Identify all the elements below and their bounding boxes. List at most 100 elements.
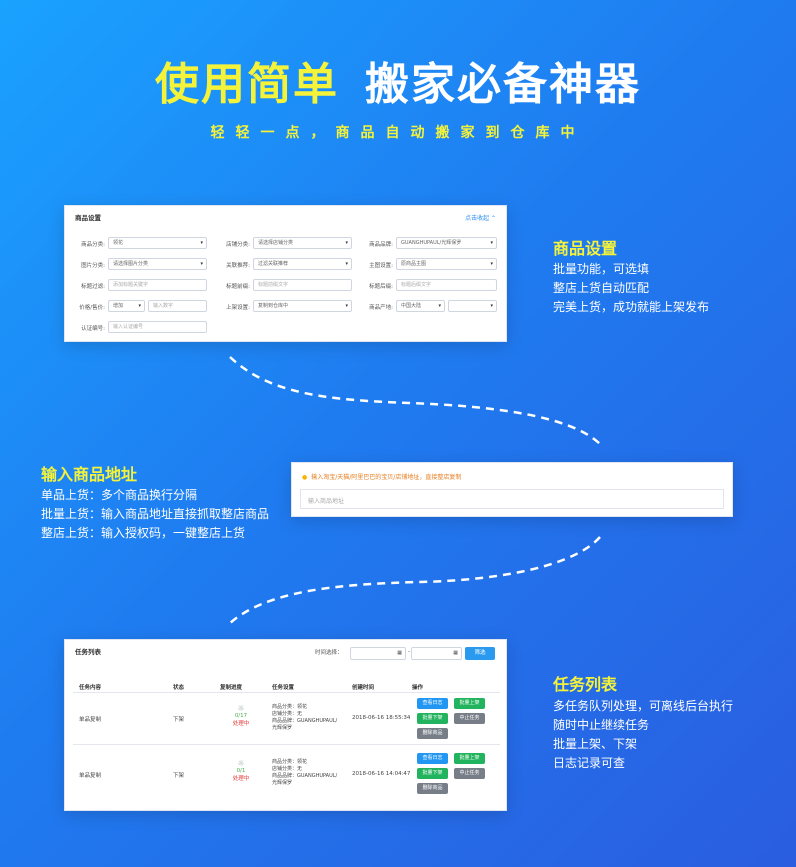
tasks-desc: 多任务队列处理，可离线后台执行 随时中止继续任务 批量上架、下架 日志记录可查 — [553, 697, 733, 773]
price-mode-select[interactable]: 增加▾ — [108, 300, 145, 312]
address-input[interactable]: 输入商品地址 — [300, 489, 724, 509]
stop-task-button[interactable]: 中止任务 — [454, 768, 485, 779]
caret-icon: ▾ — [345, 240, 348, 246]
shop-category-select[interactable]: 请选择店铺分类 ▾ — [253, 237, 352, 249]
address-tip-text: 输入淘宝/天猫/阿里巴巴的宝贝/店铺地址，直接整店复制 — [311, 474, 462, 481]
loading-icon: ☼ — [237, 759, 245, 768]
field-value: 请选择图片分类 — [113, 261, 149, 267]
task-list-panel: 任务列表 时间选择： ▦ - ▦ 筛选 任务内容 状态 复制进度 任务设置 创建… — [64, 639, 507, 811]
field-label: 价格/售价: — [79, 305, 105, 311]
setting-line: 光辉保罗 — [272, 780, 293, 786]
brand-select[interactable]: GUANGHUPAUL/光辉保罗▾ — [396, 237, 497, 249]
tasks-heading: 任务列表 — [553, 675, 618, 694]
field-value: 复制到仓库中 — [258, 303, 289, 309]
listing-setting-select[interactable]: 复制到仓库中 ▾ — [253, 300, 352, 312]
divider — [73, 692, 500, 693]
caret-icon: ▾ — [490, 261, 493, 267]
batch-list-button[interactable]: 批量上架 — [454, 753, 485, 764]
hero-title: 使用简单搬家必备神器 — [0, 48, 796, 112]
price-number-input[interactable]: 输入数字 — [148, 300, 207, 312]
task-status: 下架 — [173, 773, 185, 779]
setting-line: 商品品牌：GUANGHUPAUL/ — [272, 718, 338, 724]
lightbulb-icon: ● — [302, 474, 308, 481]
desc-line: 完美上货，成功就能上架发布 — [553, 300, 710, 314]
title-filter-input[interactable]: 添加标题关键字 — [108, 279, 207, 291]
origin-select[interactable]: 中国大陆▾ — [396, 300, 445, 312]
panel-title: 任务列表 — [75, 648, 101, 656]
progress-state: 处理中 — [232, 776, 250, 782]
date-from-input[interactable]: ▦ — [350, 647, 406, 660]
batch-delist-button[interactable]: 批量下架 — [417, 768, 448, 779]
field-value: 原商品主图 — [401, 261, 427, 267]
delete-products-button[interactable]: 删除商品 — [417, 783, 448, 794]
field-label: 商品分类: — [81, 242, 105, 248]
filter-button[interactable]: 筛选 — [465, 647, 495, 660]
progress-count: 0/1 — [236, 768, 246, 774]
view-log-button[interactable]: 查看日志 — [417, 753, 448, 764]
desc-line: 批量上架、下架 — [553, 737, 638, 751]
desc-line: 随时中止继续任务 — [553, 718, 650, 732]
product-settings-panel: 商品设置 点击收起 ⌃ 商品分类: 领花▾ 店铺分类: 请选择店铺分类▾ 商品品… — [64, 205, 507, 342]
caret-icon: ▾ — [345, 303, 348, 309]
field-label: 标题过滤: — [81, 284, 105, 290]
product-address-panel: ●输入淘宝/天猫/阿里巴巴的宝贝/店铺地址，直接整店复制 输入商品地址 — [291, 462, 733, 517]
date-to-input[interactable]: ▦ — [411, 647, 462, 660]
field-value: 增加 — [113, 303, 124, 309]
certification-input[interactable]: 输入认证编号 — [108, 321, 207, 333]
task-created-time: 2018-06-16 14:04:47 — [352, 771, 411, 777]
title-suffix-input[interactable]: 标题后缀文字 — [396, 279, 497, 291]
field-label: 认证编号: — [81, 326, 105, 332]
address-tip: ●输入淘宝/天猫/阿里巴巴的宝贝/店铺地址，直接整店复制 — [302, 472, 461, 481]
collapse-link[interactable]: 点击收起 ⌃ — [465, 214, 496, 222]
col-header: 任务内容 — [79, 685, 102, 691]
caret-icon: ▾ — [200, 240, 203, 246]
field-label: 商品品牌: — [369, 242, 393, 248]
field-label: 上架设置: — [226, 305, 250, 311]
field-label: 商品产地: — [369, 305, 393, 311]
hero-title-yellow: 使用简单 — [155, 59, 339, 110]
field-value: 领花 — [113, 240, 124, 246]
field-label: 标题前缀: — [226, 284, 250, 290]
col-header: 复制进度 — [220, 685, 243, 691]
caret-icon: ▾ — [200, 261, 203, 267]
address-heading: 输入商品地址 — [41, 465, 138, 484]
stop-task-button[interactable]: 中止任务 — [454, 713, 485, 724]
origin-region-select[interactable]: ▾ — [448, 300, 497, 312]
progress-state: 处理中 — [232, 721, 250, 727]
desc-line: 多任务队列处理，可离线后台执行 — [553, 699, 734, 713]
field-value: 请选择店铺分类 — [258, 240, 294, 246]
desc-line: 整店上货自动匹配 — [553, 281, 650, 295]
batch-delist-button[interactable]: 批量下架 — [417, 713, 448, 724]
divider — [73, 744, 500, 745]
col-header: 操作 — [412, 685, 424, 691]
desc-line: 批量上货：输入商品地址直接抓取整店商品 — [41, 507, 270, 521]
loading-icon: ☼ — [237, 704, 245, 713]
task-settings: 商品分类：领花 店铺分类：无 商品品牌：GUANGHUPAUL/ 光辉保罗 — [272, 759, 352, 787]
hero-subtitle: 轻轻一点，商品自动搬家到仓库中 — [210, 125, 586, 141]
setting-line: 商品分类：领花 — [272, 759, 308, 765]
caret-icon: ▾ — [490, 240, 493, 246]
delete-products-button[interactable]: 删除商品 — [417, 728, 448, 739]
date-separator: - — [408, 649, 410, 655]
desc-line: 批量功能，可选填 — [553, 262, 650, 276]
image-category-select[interactable]: 请选择图片分类 ▾ — [108, 258, 207, 270]
related-recommend-select[interactable]: 过滤关联推荐▾ — [253, 258, 352, 270]
col-header: 创建时间 — [352, 685, 375, 691]
setting-line: 商品分类：领花 — [272, 704, 308, 710]
main-image-select[interactable]: 原商品主图 ▾ — [396, 258, 497, 270]
caret-icon: ▾ — [438, 303, 441, 309]
setting-line: 店铺分类：无 — [272, 711, 303, 717]
category-select[interactable]: 领花 ▾ — [108, 237, 207, 249]
field-label: 图片分类: — [81, 263, 105, 269]
field-value: 过滤关联推荐 — [258, 261, 289, 267]
task-created-time: 2018-06-16 18:55:34 — [352, 715, 411, 721]
desc-line: 整店上货：输入授权码，一键整店上货 — [41, 526, 246, 540]
panel-title: 商品设置 — [75, 214, 101, 222]
batch-list-button[interactable]: 批量上架 — [454, 698, 485, 709]
setting-line: 光辉保罗 — [272, 725, 293, 731]
title-prefix-input[interactable]: 标题前缀文字 — [253, 279, 352, 291]
setting-line: 商品品牌：GUANGHUPAUL/ — [272, 773, 338, 779]
task-progress: ☼ 0/1 处理中 — [223, 759, 259, 782]
view-log-button[interactable]: 查看日志 — [417, 698, 448, 709]
